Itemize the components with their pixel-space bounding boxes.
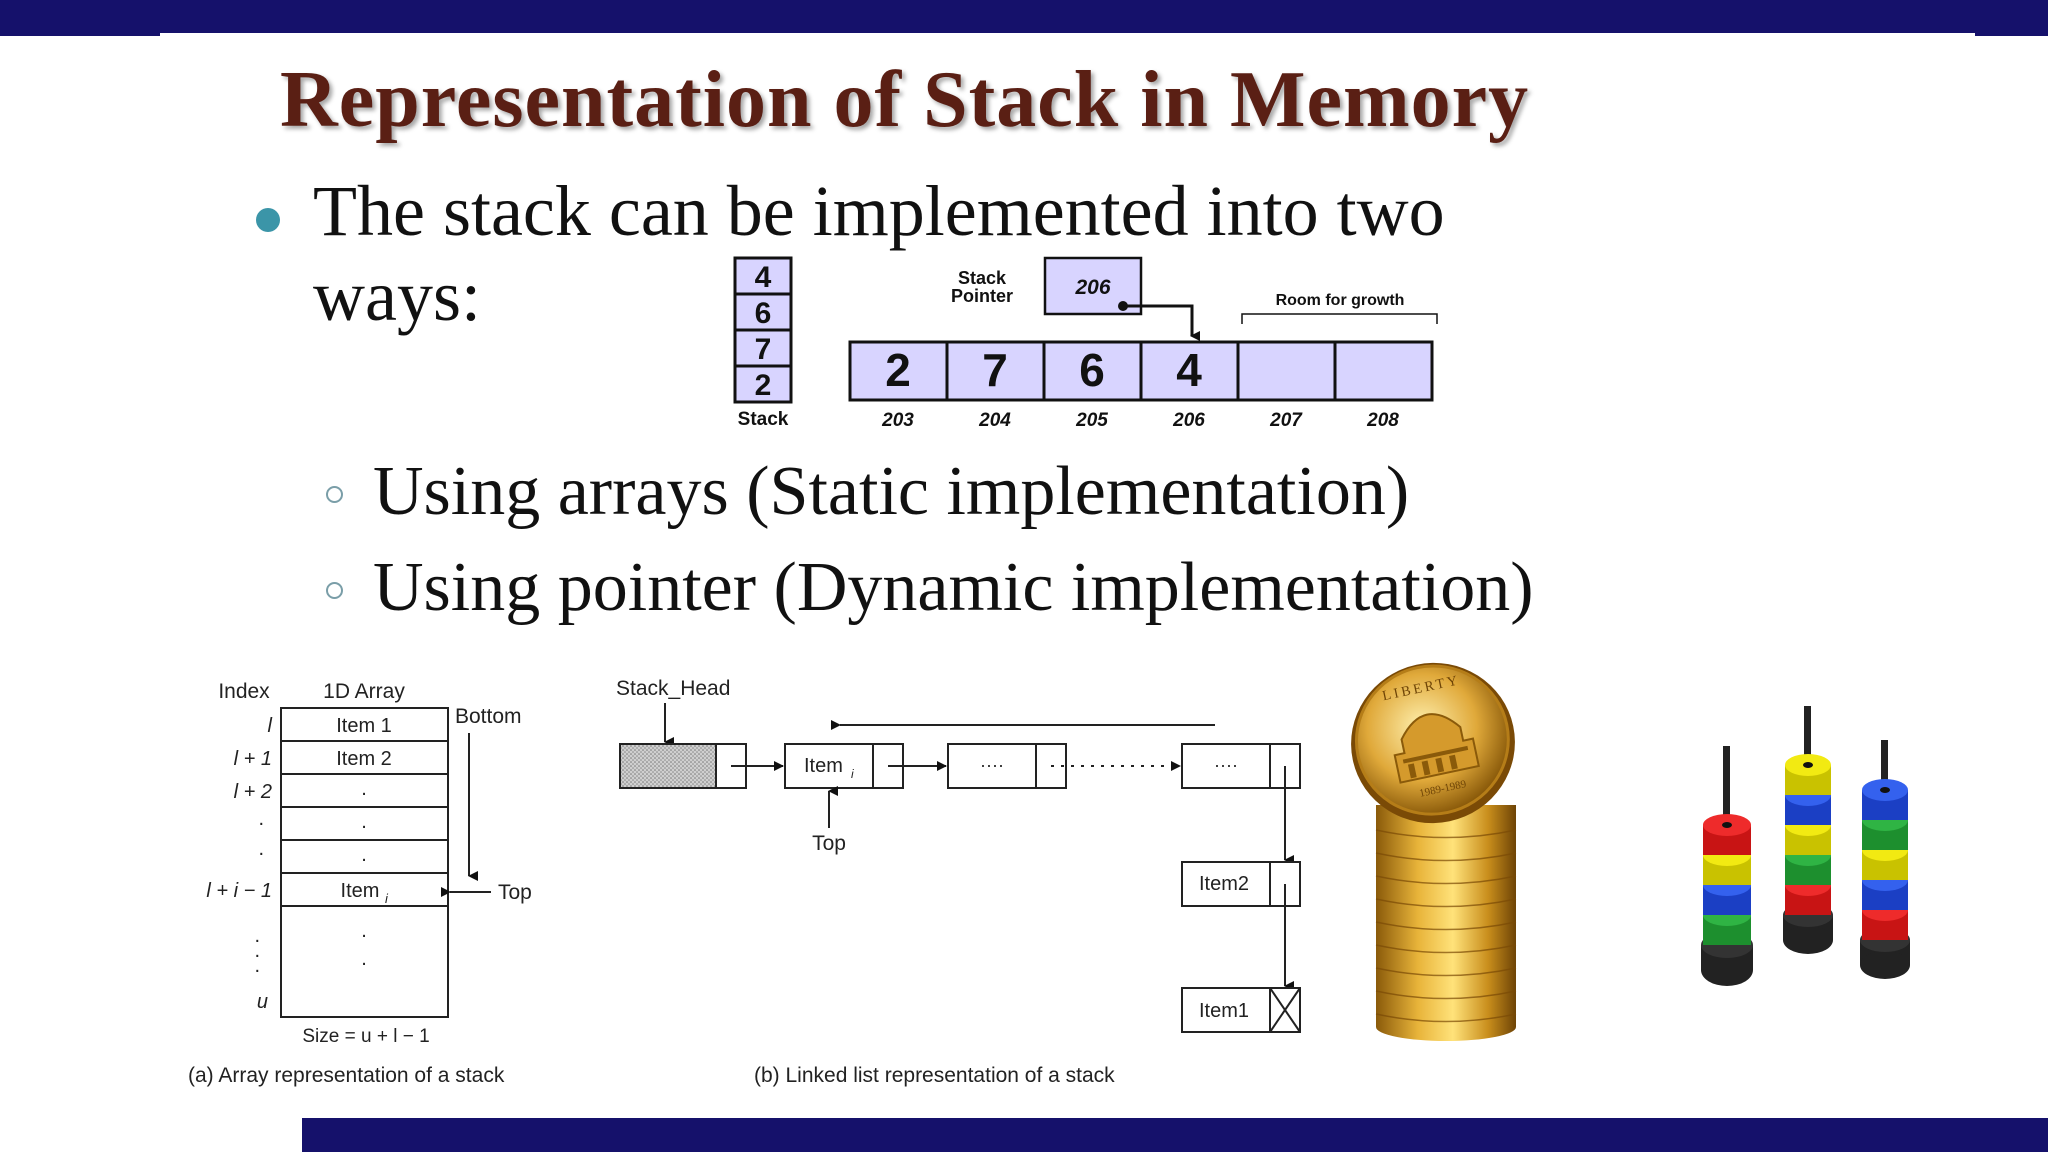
vertical-stack-value: 6: [755, 297, 772, 330]
stack-head-box: [619, 743, 717, 789]
array-item: .: [361, 948, 367, 970]
memory-address: 205: [1075, 410, 1108, 431]
bottom-banner-bar: [302, 1118, 2048, 1152]
memory-cell: [1333, 340, 1434, 402]
array-item-i-subscript: i: [385, 891, 389, 906]
array-index: l + 2: [234, 781, 272, 803]
node-item2-label: Item2: [1199, 873, 1249, 895]
top-coin: 1989-1989 LIBERTY: [1351, 662, 1515, 824]
array-index: l + 1: [234, 748, 272, 770]
toy-peg-middle: [1783, 706, 1833, 954]
linked-list-diagram: Stack_Head Item i ···· ···· Top Item2 It…: [616, 677, 1301, 1033]
top-label: Top: [498, 881, 532, 904]
array-item: Item 2: [336, 748, 392, 770]
coin-stack-photo: 1989-1989 LIBERTY: [1351, 662, 1517, 1041]
node-ellipsis: [1181, 743, 1271, 789]
node-item2: [1181, 861, 1271, 907]
node-item1-label: Item1: [1199, 1000, 1249, 1022]
sub-bullet-ring-icon: [326, 486, 343, 503]
array-caption: (a) Array representation of a stack: [188, 1064, 505, 1087]
top-banner-accent-left: [0, 30, 160, 36]
memory-value: 7: [982, 344, 1008, 396]
node-item-i: [784, 743, 874, 789]
array-index: .: [254, 925, 260, 947]
array-index: l + i − 1: [206, 880, 272, 902]
node-item-i-label: Item: [804, 755, 843, 777]
top-banner-accent-right: [1975, 30, 2048, 36]
array-index: .: [258, 808, 264, 830]
node-ellipsis: [947, 743, 1037, 789]
stack-pointer-label-1: Stack: [958, 268, 1007, 288]
node-ellipsis-label: ····: [1214, 755, 1238, 775]
room-for-growth-label: Room for growth: [1276, 292, 1405, 309]
sub-bullet-arrays: Using arrays (Static implementation): [373, 453, 1410, 530]
vertical-stack-cell: [733, 364, 793, 404]
stack-label: Stack: [738, 409, 789, 430]
vertical-stack: 4 6 7 2 Stack: [733, 256, 793, 430]
memory-value: 2: [885, 344, 911, 396]
array-item: .: [361, 811, 367, 833]
toy-peg-right: [1860, 740, 1910, 979]
array-index: .: [258, 838, 264, 860]
array-representation-diagram: Index 1D Array Bottom Item 1 Item 2 . . …: [206, 680, 532, 1047]
ring-stack-toy-photo: [1701, 706, 1910, 986]
stack-memory-diagram: 4 6 7 2 Stack Stack Pointer 206 Room for…: [733, 256, 1438, 431]
vertical-stack-value: 2: [755, 369, 772, 402]
memory-address: 207: [1269, 410, 1303, 431]
node-ellipsis-label: ····: [980, 755, 1004, 775]
room-bracket: [1241, 313, 1438, 324]
index-header: Index: [218, 680, 270, 703]
memory-value: 4: [1176, 344, 1202, 396]
memory-cell: [1236, 340, 1337, 402]
node-item-i-subscript: i: [851, 767, 854, 781]
coin-layers: [1375, 805, 1517, 1041]
array-header: 1D Array: [323, 680, 405, 703]
linked-list-caption: (b) Linked list representation of a stac…: [754, 1064, 1115, 1087]
stack-pointer-value: 206: [1074, 276, 1110, 299]
sub-bullet-pointer: Using pointer (Dynamic implementation): [373, 549, 1534, 626]
array-item: .: [361, 844, 367, 866]
size-label: Size = u + l − 1: [302, 1026, 429, 1047]
array-item: .: [361, 778, 367, 800]
array-index: u: [257, 991, 268, 1013]
array-item: .: [361, 920, 367, 942]
memory-address: 208: [1366, 410, 1399, 431]
slide-title: Representation of Stack in Memory: [280, 56, 1530, 144]
memory-address: 203: [881, 410, 914, 431]
bullet-line-2: ways:: [313, 256, 481, 336]
array-index: l: [268, 715, 273, 737]
stack-head-label: Stack_Head: [616, 677, 730, 700]
memory-cell: [848, 340, 949, 402]
memory-address: 204: [978, 410, 1011, 431]
stack-pointer-label-2: Pointer: [951, 286, 1013, 306]
memory-cell: [945, 340, 1046, 402]
memory-address: 206: [1172, 410, 1205, 431]
memory-value: 6: [1079, 344, 1105, 396]
bullet-dot-icon: [256, 208, 280, 232]
toy-peg-left: [1701, 746, 1753, 986]
sub-bullet-ring-icon: [326, 582, 343, 599]
array-index: .: [254, 955, 260, 977]
node-item1: [1181, 987, 1271, 1033]
linked-top-label: Top: [812, 832, 846, 855]
array-item-i: Item: [341, 880, 380, 902]
memory-array: 2 7 6 4 203 204 205 206 207 208: [848, 340, 1434, 431]
pointer-arrow: [1123, 304, 1200, 341]
bullet-line-1: The stack can be implemented into two: [313, 171, 1445, 251]
top-banner-bar: [0, 0, 2048, 33]
vertical-stack-value: 4: [755, 261, 772, 294]
vertical-stack-value: 7: [755, 333, 772, 366]
bottom-label: Bottom: [455, 705, 522, 728]
array-index: .: [254, 940, 260, 962]
array-item: Item 1: [336, 715, 392, 737]
